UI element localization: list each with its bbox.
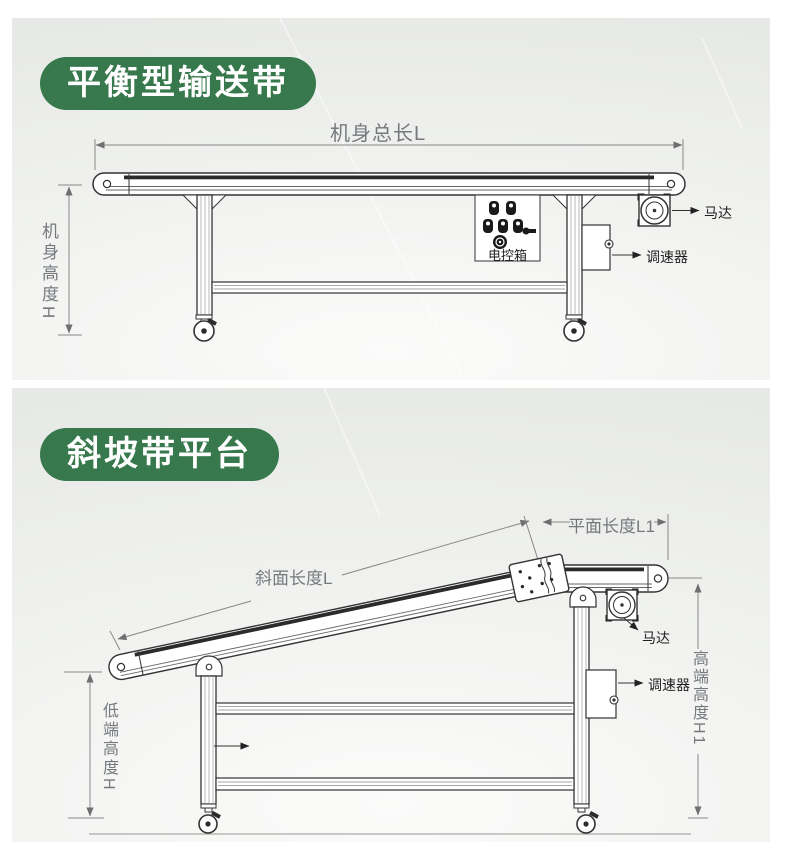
motor-icon [637,193,671,227]
speed-controller [585,669,619,719]
left-leg [181,194,228,342]
conveyor-belt [92,172,686,196]
motor-callout-arrow [623,617,639,631]
balanced-conveyor-drawing [58,18,743,380]
body-height-dimension [58,184,82,336]
section-badge: 平衡型输送带 [40,57,316,110]
watermark-streaks [323,388,381,517]
control-knob [493,235,507,249]
caster-wheel [193,318,217,342]
platform-length-label: 平面长度L1 [568,517,655,536]
speed-controller [581,224,614,271]
control-box-label: 电控箱 [487,248,527,263]
speed-controller-label: 调速器 [648,677,690,693]
motor-label: 马达 [642,630,670,646]
platform-length-dimension [523,514,669,567]
caster-wheel [576,810,599,834]
upper-cross-bar [215,702,575,715]
toggle-switch [522,227,536,235]
control-buttons [483,201,523,233]
low-height-label: 低端高度H [100,702,117,793]
right-leg [569,586,599,834]
total-length-label: 机身总长L [330,123,427,145]
high-height-label: 高端高度H1 [690,650,707,747]
caster-wheel [198,810,221,834]
body-height-label: 机身高度H [39,222,58,323]
cross-bar [211,281,568,294]
high-height-dimension [666,577,708,819]
motor-label: 马达 [704,205,732,221]
speed-controller-label: 调速器 [646,249,688,265]
control-box [474,194,541,262]
low-height-dimension [64,671,104,819]
motor-icon [605,588,639,622]
right-leg [551,194,598,342]
lower-cross-bar [215,777,575,791]
hinge-connector [508,553,570,603]
caster-wheel [563,318,587,342]
total-length-dimension [94,139,684,170]
slope-length-label: 斜面长度L [255,569,333,588]
slope-length-dimension [109,519,530,651]
section-badge: 斜坡带平台 [40,428,279,481]
panel-balanced-conveyor: 平衡型输送带 机身总长L 机身高度H 电控箱 马达 调速器 [12,18,770,380]
slope-conveyor-drawing [64,388,708,835]
left-leg [195,655,223,834]
panel-slope-belt-platform: 斜坡带平台 平面长度L1 斜面长度L 低端高度H 高端高度H1 马达 调速器 [12,388,770,842]
